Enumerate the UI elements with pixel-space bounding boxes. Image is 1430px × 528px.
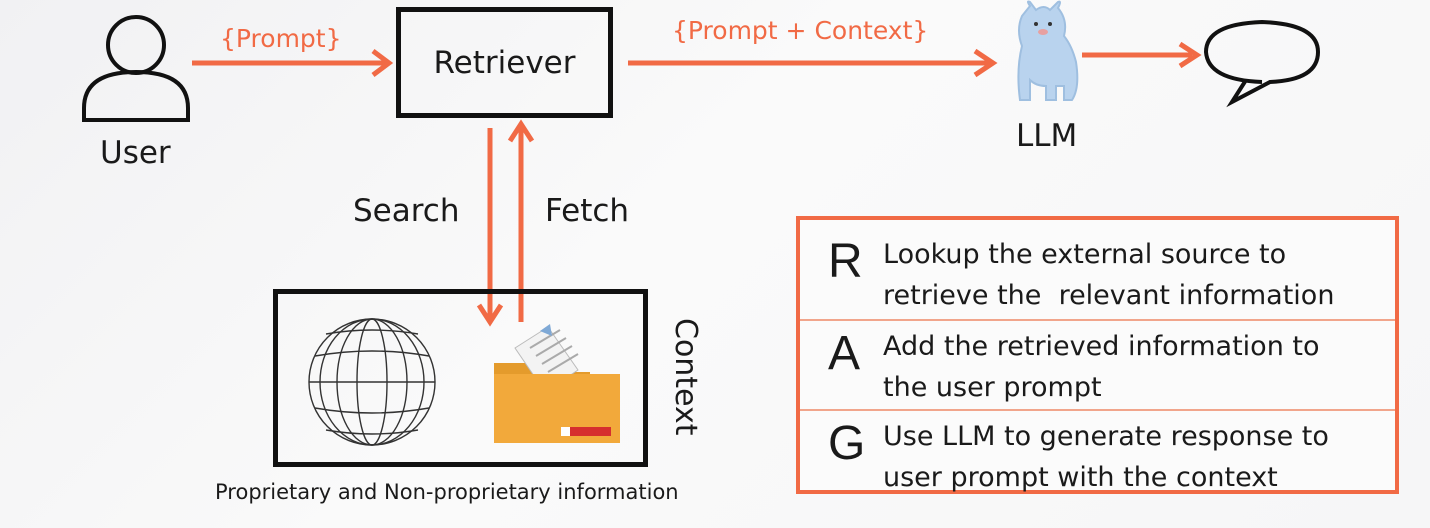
user-label: User	[100, 135, 171, 171]
rag-description: Add the retrieved information to the use…	[883, 326, 1320, 408]
rag-row-r: R Lookup the external source to retrieve…	[800, 220, 1395, 311]
rag-row-g: G Use LLM to generate response to user p…	[800, 402, 1395, 493]
prompt-edge-label: {Prompt}	[220, 24, 342, 53]
prompt-arrow	[192, 49, 394, 77]
retriever-node: Retriever	[396, 7, 613, 118]
rag-divider	[800, 319, 1395, 321]
user-icon	[82, 15, 190, 122]
rag-description: Use LLM to generate response to user pro…	[883, 416, 1329, 498]
folder-icon	[494, 324, 620, 443]
retriever-label: Retriever	[433, 44, 576, 81]
prompt-context-plus: +	[785, 16, 807, 45]
search-arrow	[476, 128, 504, 327]
context-caption: Proprietary and Non-proprietary informat…	[215, 480, 679, 504]
context-label: Context	[668, 318, 703, 436]
fetch-edge-label: Fetch	[545, 193, 630, 229]
rag-desc-line: the user prompt	[883, 372, 1102, 403]
rag-legend: R Lookup the external source to retrieve…	[796, 216, 1399, 494]
speech-bubble-icon	[1203, 19, 1321, 108]
prompt-context-open: {Prompt	[672, 16, 786, 45]
rag-desc-line: retrieve the relevant information	[883, 280, 1335, 311]
context-box	[273, 289, 648, 467]
prompt-context-edge-label: {Prompt + Context}	[672, 16, 928, 45]
prompt-context-close: Context}	[806, 16, 929, 45]
globe-icon	[308, 318, 436, 446]
rag-desc-line: Use LLM to generate response to	[883, 421, 1329, 452]
rag-letter: R	[828, 235, 863, 288]
rag-description: Lookup the external source to retrieve t…	[883, 234, 1334, 316]
prompt-context-arrow	[628, 48, 998, 78]
rag-desc-line: Add the retrieved information to	[883, 331, 1320, 362]
search-edge-label: Search	[353, 193, 460, 229]
llama-icon	[1017, 0, 1079, 101]
rag-row-a: A Add the retrieved information to the u…	[800, 312, 1395, 403]
rag-letter: A	[828, 327, 861, 380]
rag-desc-line: user prompt with the context	[883, 462, 1278, 493]
llm-label: LLM	[1016, 118, 1078, 154]
response-arrow	[1082, 41, 1202, 69]
rag-desc-line: Lookup the external source to	[883, 239, 1287, 270]
rag-letter: G	[828, 417, 866, 470]
rag-divider	[800, 409, 1395, 411]
